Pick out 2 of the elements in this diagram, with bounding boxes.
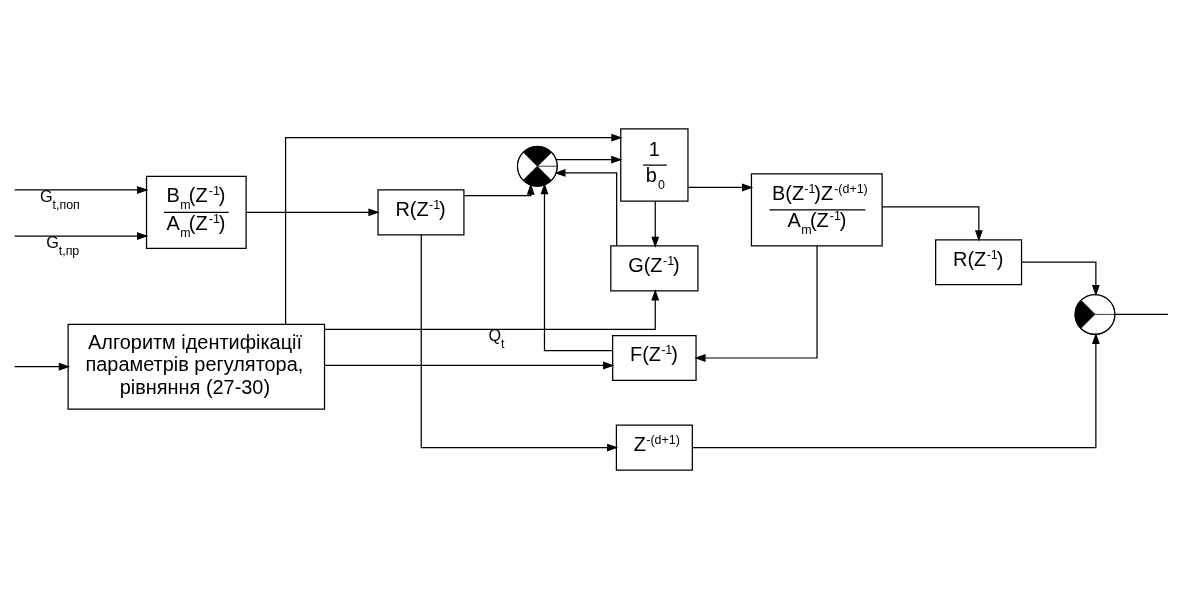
edge-label: G$_{t,поп}$ (40, 186, 80, 212)
edge-label: G$_{t,пр}$ (46, 232, 80, 258)
